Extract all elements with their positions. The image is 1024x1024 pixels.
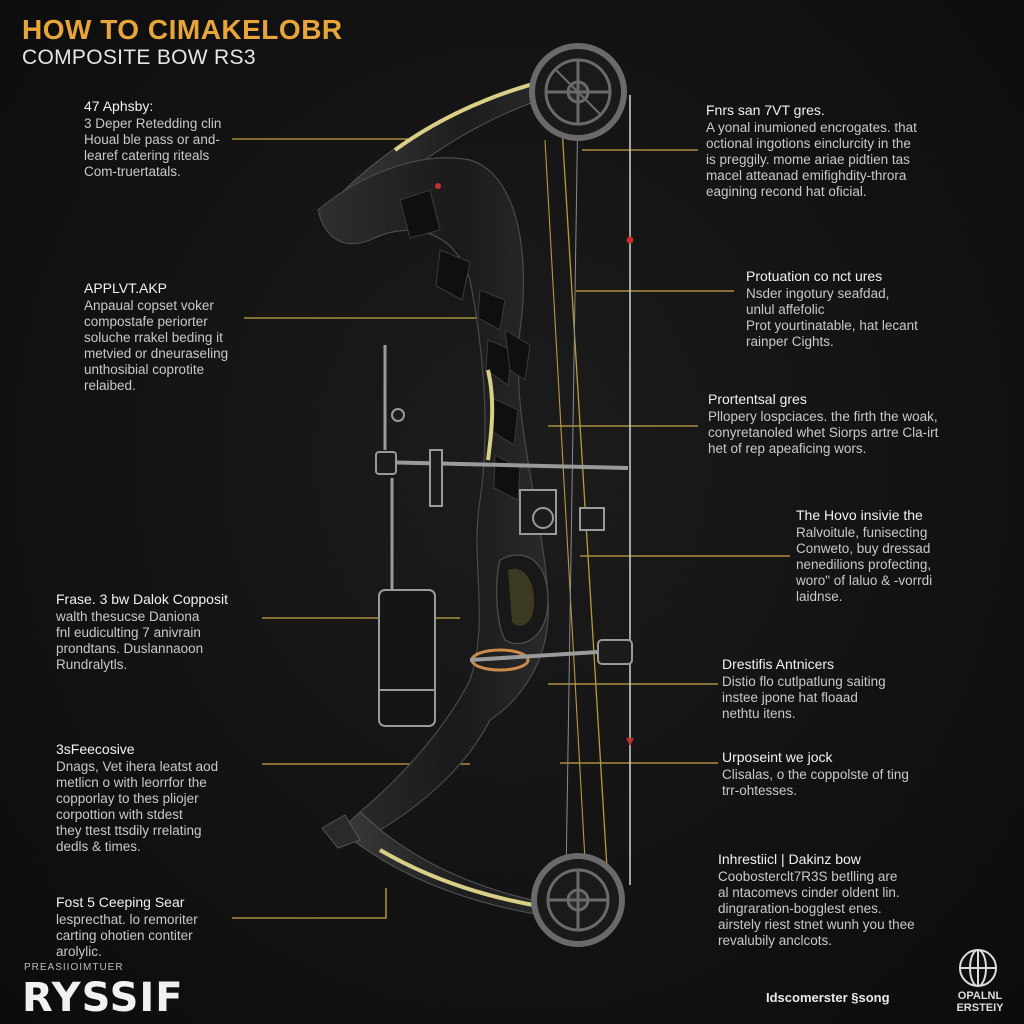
left-note-4-body: Dnags, Vet ihera leatst aod metlicn o wi… — [56, 759, 219, 854]
right-note-1-heading: Fnrs san 7VT gres. — [706, 102, 825, 118]
string-marker-top — [626, 236, 634, 244]
right-note-3-heading: Prortentsal gres — [708, 391, 807, 407]
right-note-7: Inhrestiicl | Dakinz bow Coobosterclt7R3… — [718, 851, 1008, 949]
left-note-5: Fost 5 Ceeping Sear lesprecthat. lo remo… — [56, 894, 256, 960]
left-note-2-heading: APPLVT.AKP — [84, 280, 168, 296]
left-note-4: 3sFeecosive Dnags, Vet ihera leatst aod … — [56, 741, 276, 855]
right-note-2-heading: Protuation co nct ures — [746, 268, 883, 284]
left-note-1: 47 Aphsby: 3 Deper Retedding clin Houal … — [84, 98, 284, 180]
string-marker-bottom — [626, 738, 634, 746]
right-note-2: Protuation co nct ures Nsder ingotury se… — [746, 268, 1006, 350]
page-title: HOW TO CIMAKELOBR — [22, 14, 343, 45]
footer-logo-text: OPALNL ERSTEIY — [956, 990, 1004, 1014]
cable-3 — [565, 99, 579, 881]
brand-tagline: PREASIIOIMTUER — [24, 962, 124, 973]
globe-logo-icon — [959, 949, 997, 987]
upper-cam-wheel — [529, 43, 627, 141]
right-note-6-body: Clisalas, o the coppolste of ting trr-oh… — [722, 767, 909, 798]
left-note-3: Frase. 3 bw Dalok Copposit walth thesucs… — [56, 591, 276, 673]
left-note-3-heading: Frase. 3 bw Dalok Copposit — [56, 591, 228, 607]
right-note-5-heading: Drestifis Antnicers — [722, 656, 835, 672]
left-note-2: APPLVT.AKP Anpaual copset voker composta… — [84, 280, 284, 394]
riser-red-dot — [435, 183, 441, 189]
right-note-5: Drestifis Antnicers Distio flo cutlpatlu… — [722, 656, 1002, 722]
right-note-3-body: Pllopery lospciaces. the firth the woak,… — [708, 409, 939, 456]
right-note-4: The Hovo insivie the Ralvoitule, funisec… — [796, 507, 1006, 605]
left-note-2-body: Anpaual copset voker compostafe periorte… — [84, 298, 229, 393]
right-note-6: Urposeint we jock Clisalas, o the coppol… — [722, 749, 1002, 799]
left-note-4-heading: 3sFeecosive — [56, 741, 135, 757]
lower-cam-wheel — [531, 853, 625, 947]
cable-1 — [559, 94, 609, 886]
left-note-5-body: lesprecthat. lo remoriter carting ohotie… — [56, 912, 198, 959]
left-note-3-body: walth thesucse Daniona fnl eudiculting 7… — [56, 609, 204, 672]
right-note-1: Fnrs san 7VT gres. A yonal inumioned enc… — [706, 102, 1006, 200]
left-note-1-body: 3 Deper Retedding clin Houal ble pass or… — [84, 116, 222, 179]
right-note-7-heading: Inhrestiicl | Dakinz bow — [718, 851, 861, 867]
left-note-5-heading: Fost 5 Ceeping Sear — [56, 894, 185, 910]
right-note-3: Prortentsal gres Pllopery lospciaces. th… — [708, 391, 1008, 457]
right-note-6-heading: Urposeint we jock — [722, 749, 833, 765]
right-leader-lines — [548, 149, 790, 764]
arrow-rest — [469, 639, 633, 672]
sight-assembly — [375, 345, 629, 535]
bow-string-and-cables — [544, 94, 634, 886]
right-note-7-body: Coobosterclt7R3S betlling are al ntacome… — [718, 869, 915, 948]
footer-credit: Idscomerster §song — [766, 990, 890, 1005]
brand-logo-text: RYSSIF — [22, 975, 184, 1021]
left-note-1-heading: 47 Aphsby: — [84, 98, 154, 114]
right-note-4-body: Ralvoitule, funisecting Conweto, buy dre… — [796, 525, 933, 604]
right-note-5-body: Distio flo cutlpatlung saiting instee jp… — [722, 674, 886, 721]
right-note-1-body: A yonal inumioned encrogates. that octio… — [706, 120, 917, 199]
right-note-2-body: Nsder ingotury seafdad, unlul affefolic … — [746, 286, 918, 349]
stabilizer-weight — [378, 478, 436, 727]
page-subtitle: COMPOSITE BOW RS3 — [22, 46, 256, 69]
cable-2 — [544, 139, 586, 861]
right-note-4-heading: The Hovo insivie the — [796, 507, 923, 523]
leader-line-5 — [232, 888, 387, 919]
